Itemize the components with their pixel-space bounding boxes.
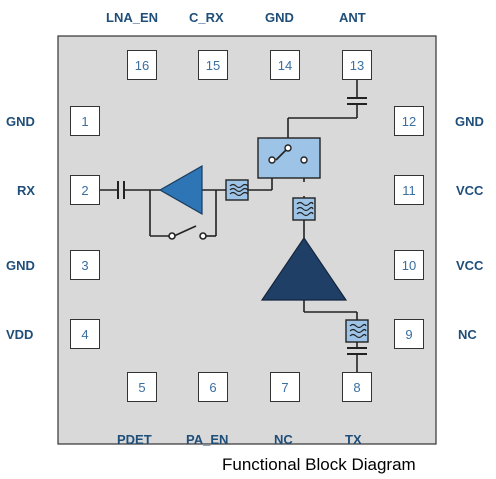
- pin-5-label: PDET: [117, 432, 152, 447]
- pin-6-label: PA_EN: [186, 432, 229, 447]
- pin-11-box: 11: [394, 175, 424, 205]
- package-body: [57, 35, 437, 445]
- pin-15-label: C_RX: [189, 10, 224, 25]
- bypass-switch: [168, 225, 207, 240]
- pin-4-box: 4: [70, 319, 100, 349]
- pin-1-box: 1: [70, 106, 100, 136]
- capacitor-ant: [347, 97, 367, 105]
- pin-11-label: VCC: [456, 183, 484, 198]
- pin-10-box: 10: [394, 250, 424, 280]
- tx-filter-lower: [345, 319, 369, 343]
- pin-7-box: 7: [270, 372, 300, 402]
- pin-12-box: 12: [394, 106, 424, 136]
- pin-12-label: GND: [455, 114, 484, 129]
- pin-14-label: GND: [265, 10, 294, 25]
- pa-amplifier: [260, 236, 348, 301]
- lna-amplifier: [158, 164, 203, 216]
- pin-8-box: 8: [342, 372, 372, 402]
- diagram-caption: Functional Block Diagram: [222, 455, 416, 474]
- pin-15-box: 15: [198, 50, 228, 80]
- pin-14-box: 14: [270, 50, 300, 80]
- pin-13-box: 13: [342, 50, 372, 80]
- pin-9-label: NC: [458, 327, 477, 342]
- pin-13-label: ANT: [339, 10, 366, 25]
- pin-9-box: 9: [394, 319, 424, 349]
- pin-16-label: LNA_EN: [106, 10, 159, 25]
- rx-filter: [225, 179, 249, 201]
- tr-switch: [257, 137, 321, 179]
- pin-5-box: 5: [127, 372, 157, 402]
- pin-1-label: GND: [6, 114, 35, 129]
- pin-2-box: 2: [70, 175, 100, 205]
- pin-3-box: 3: [70, 250, 100, 280]
- pin-10-label: VCC: [456, 258, 484, 273]
- pin-4-label: VDD: [6, 327, 34, 342]
- capacitor-rx: [117, 181, 125, 199]
- capacitor-tx: [347, 347, 367, 355]
- tx-filter-upper: [292, 197, 316, 221]
- pin-3-label: GND: [6, 258, 35, 273]
- pin-2-label: RX: [17, 183, 36, 198]
- pin-16-box: 16: [127, 50, 157, 80]
- pin-6-box: 6: [198, 372, 228, 402]
- pin-8-label: TX: [345, 432, 362, 447]
- pin-7-label: NC: [274, 432, 293, 447]
